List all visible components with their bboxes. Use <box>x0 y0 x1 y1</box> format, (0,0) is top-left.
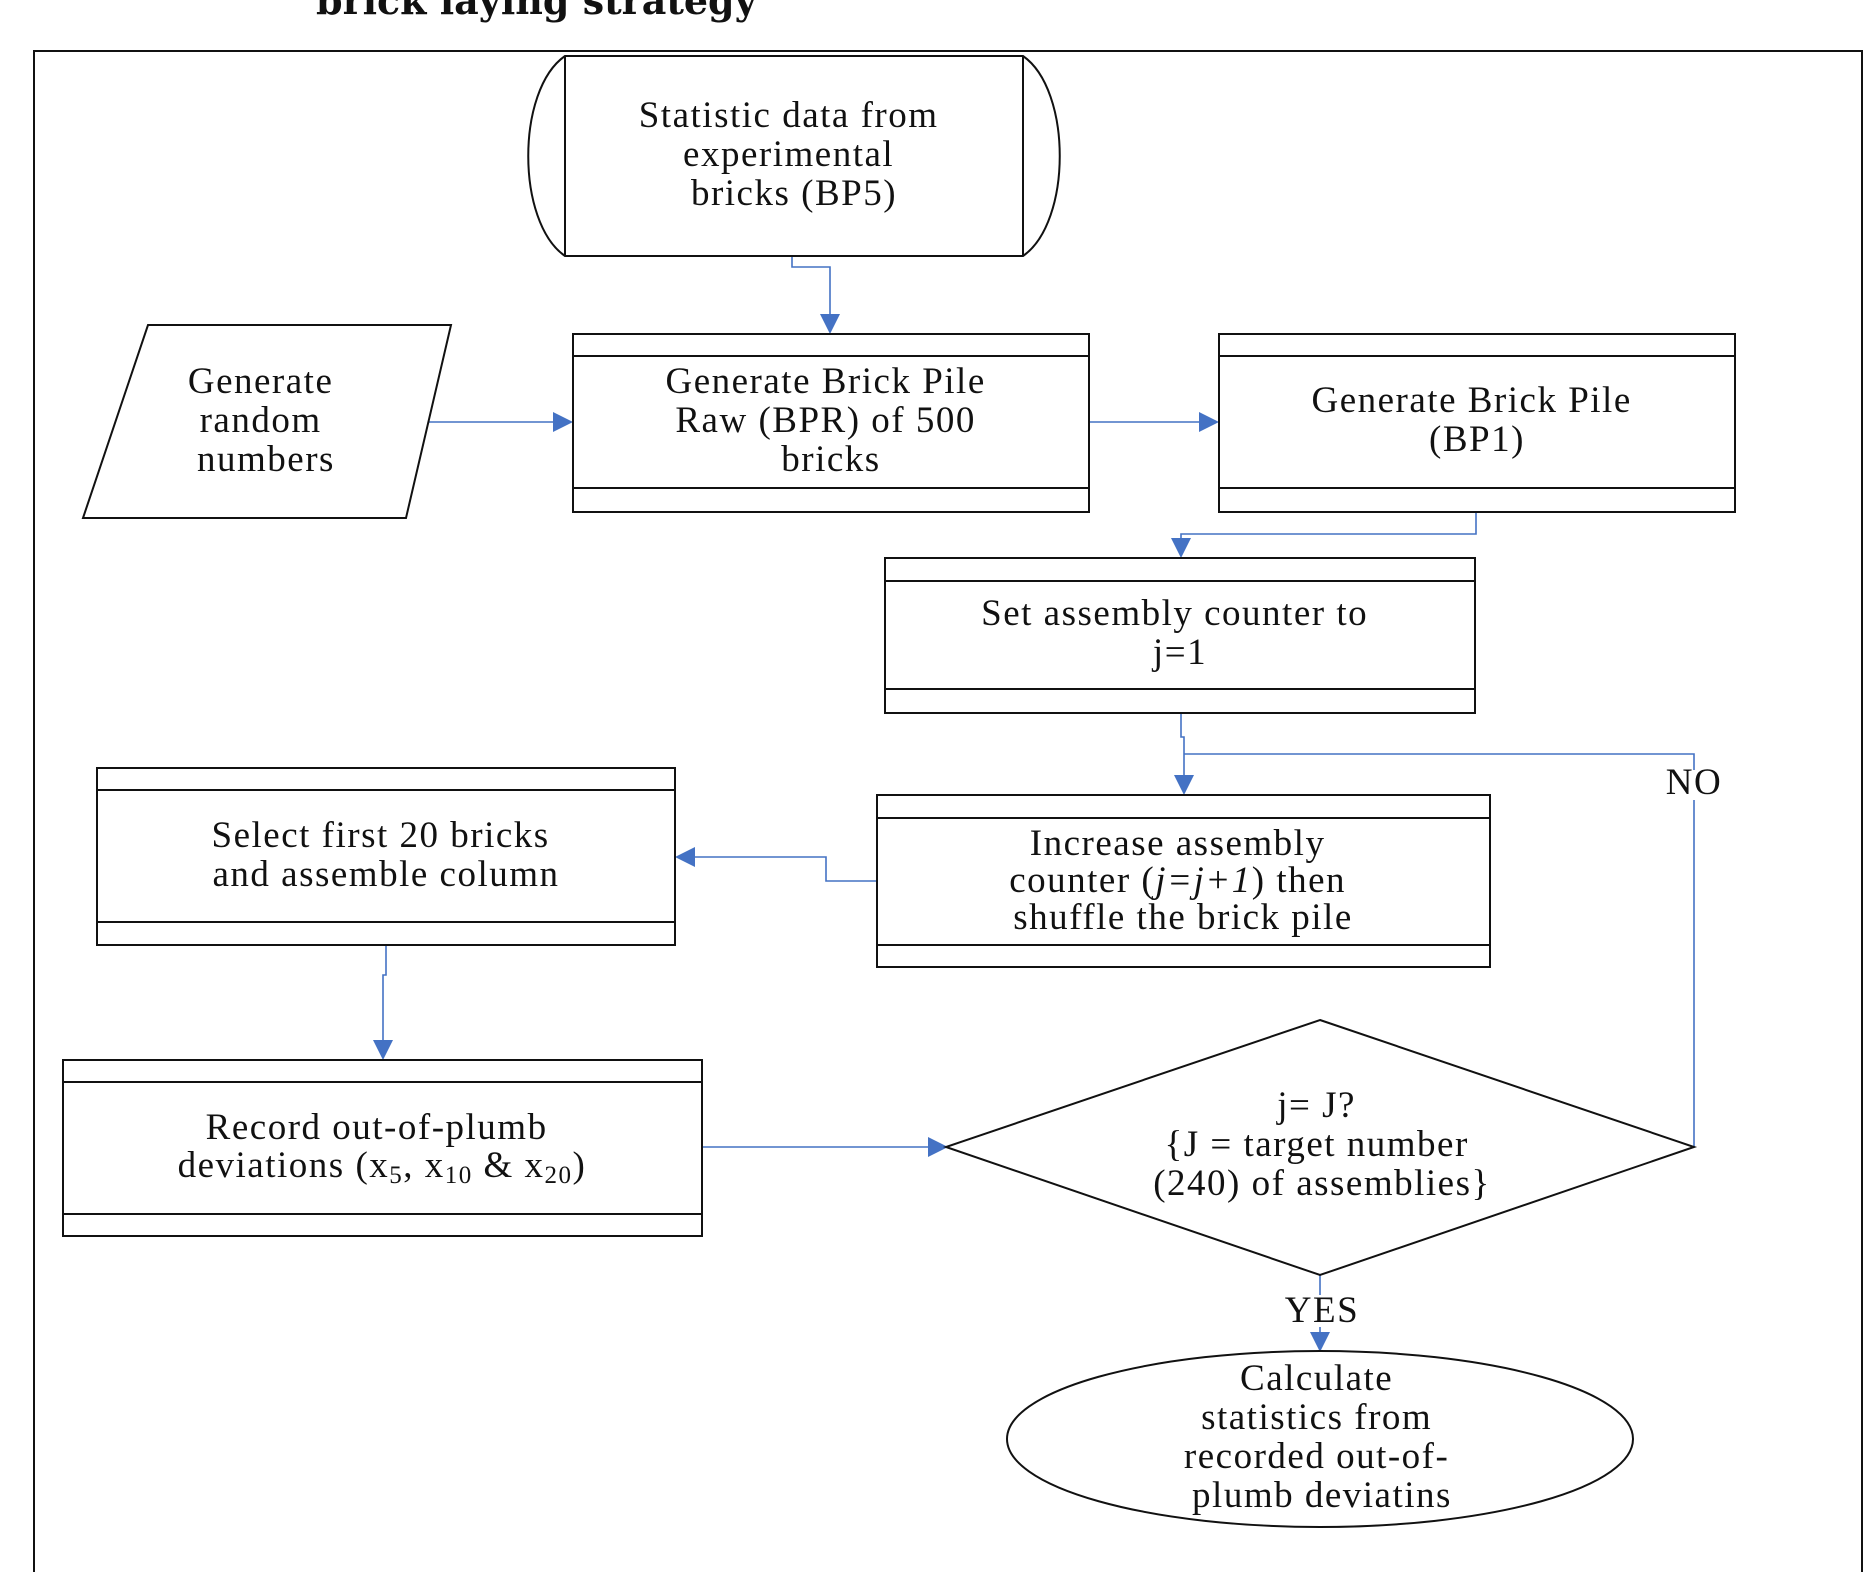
decision-diamond <box>942 1018 1698 1277</box>
set-counter-label: Set assembly counter to j=1 <box>981 593 1379 673</box>
set-counter-line-2: j=1 <box>1151 632 1207 673</box>
bpr-label: Generate Brick Pile Raw (BPR) of 500 bri… <box>665 361 996 480</box>
node-bp1: Generate Brick Pile (BP1) <box>1218 333 1736 513</box>
stat-data-line-3: bricks (BP5) <box>691 173 897 214</box>
node-record: Record out-of-plumb deviations (x5, x10 … <box>62 1059 703 1237</box>
bp1-line-2: (BP1) <box>1429 419 1525 460</box>
node-select-bricks: Select first 20 bricks and assemble colu… <box>96 767 676 946</box>
edge-bp1-to-counter <box>1171 512 1477 558</box>
record-sep-2: & x <box>473 1145 545 1186</box>
decision-line-3: (240) of assemblies} <box>1153 1163 1491 1204</box>
select-bricks-line-2: and assemble column <box>212 854 559 895</box>
increase-counter-line-3: shuffle the brick pile <box>1013 897 1353 938</box>
record-sub-x10: 10 <box>445 1162 473 1189</box>
bp1-line-1: Generate Brick Pile <box>1311 380 1631 421</box>
record-label: Record out-of-plumb deviations (x5, x10 … <box>178 1107 587 1189</box>
node-stat-data: Statistic data from experimental bricks … <box>527 55 1061 257</box>
node-random-numbers: Generate random numbers <box>81 324 453 519</box>
bpr-line-2: Raw (BPR) of 500 <box>675 400 975 441</box>
edge-decision-no-loop-top <box>1184 753 1695 770</box>
node-decision: j= J? {J = target number (240) of assemb… <box>942 1018 1698 1277</box>
node-bpr: Generate Brick Pile Raw (BPR) of 500 bri… <box>572 333 1090 513</box>
record-line-2-post: ) <box>573 1145 587 1186</box>
increase-counter-line-2: counter (j=j+1) then <box>1009 860 1346 901</box>
record-line-2-pre: deviations (x <box>178 1145 390 1186</box>
set-counter-line-1: Set assembly counter to <box>981 593 1368 634</box>
increase-counter-line-2-post: ) then <box>1252 860 1346 901</box>
stat-data-label: Statistic data from experimental bricks … <box>639 95 950 214</box>
record-box <box>62 1059 703 1237</box>
increase-counter-box <box>876 794 1491 968</box>
random-numbers-line-2: random <box>200 400 322 441</box>
random-numbers-line-1: Generate <box>188 361 334 402</box>
edge-counter-to-increase <box>1174 713 1194 795</box>
record-line-2: deviations (x5, x10 & x20) <box>178 1145 587 1189</box>
calculate-line-2: statistics from <box>1201 1397 1432 1438</box>
stat-data-line-2: experimental <box>683 134 894 175</box>
select-bricks-box <box>96 767 676 946</box>
increase-counter-line-1: Increase assembly <box>1030 823 1326 864</box>
bpr-line-3: bricks <box>781 439 880 480</box>
bp1-box <box>1218 333 1736 513</box>
edge-select-to-record <box>373 945 393 1060</box>
increase-counter-label: Increase assembly counter (j=j+1) then s… <box>1009 823 1357 938</box>
increase-counter-line-2-pre: counter ( <box>1009 860 1155 901</box>
decision-label: j= J? {J = target number (240) of assemb… <box>1153 1085 1491 1204</box>
record-line-1: Record out-of-plumb <box>206 1107 548 1148</box>
node-calculate: Calculate statistics from recorded out-o… <box>1006 1350 1634 1528</box>
select-bricks-line-1: Select first 20 bricks <box>212 815 550 856</box>
edge-label-yes: YES <box>1285 1290 1359 1331</box>
stat-data-line-1: Statistic data from <box>639 95 939 136</box>
calculate-line-3: recorded out-of- <box>1184 1436 1449 1477</box>
decision-line-1: j= J? <box>1275 1085 1356 1126</box>
record-sep-1: , x <box>403 1145 445 1186</box>
calculate-line-4: plumb deviatins <box>1192 1475 1452 1516</box>
random-numbers-line-3: numbers <box>197 439 335 480</box>
outer-frame <box>33 50 1863 1572</box>
bp1-label: Generate Brick Pile (BP1) <box>1311 380 1642 460</box>
diagram-title: brick laying strategy <box>316 0 758 23</box>
edge-stat-to-bpr <box>791 256 840 334</box>
calculate-label: Calculate statistics from recorded out-o… <box>1184 1358 1460 1516</box>
bpr-box <box>572 333 1090 513</box>
input-parallelogram <box>81 324 453 519</box>
edge-increase-to-select <box>675 847 877 882</box>
increase-counter-formula: j=j+1 <box>1151 860 1252 901</box>
calculate-line-1: Calculate <box>1240 1358 1393 1399</box>
set-counter-box <box>884 557 1476 714</box>
edge-label-no: NO <box>1666 762 1722 803</box>
random-numbers-label: Generate random numbers <box>188 361 344 480</box>
node-increase-counter: Increase assembly counter (j=j+1) then s… <box>876 794 1491 968</box>
select-bricks-label: Select first 20 bricks and assemble colu… <box>212 815 561 895</box>
record-sub-x20: 20 <box>545 1162 573 1189</box>
bpr-line-1: Generate Brick Pile <box>665 361 985 402</box>
node-set-counter: Set assembly counter to j=1 <box>884 557 1476 714</box>
terminator-ellipse <box>1006 1350 1634 1528</box>
decision-line-2: {J = target number <box>1164 1124 1468 1165</box>
record-sub-x5: 5 <box>389 1162 403 1189</box>
